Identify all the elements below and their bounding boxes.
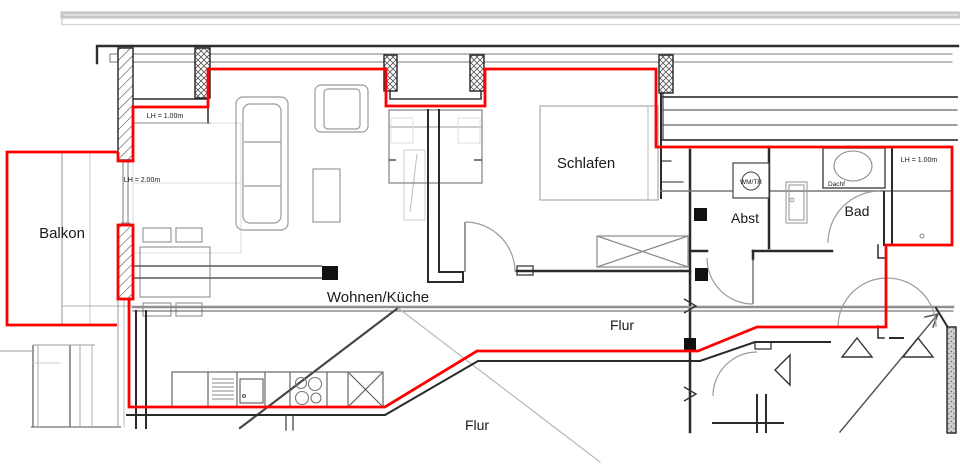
sink [239,378,264,404]
balcony-window [121,161,130,224]
chair [175,227,203,243]
wall-hatch-left-lower [116,223,135,301]
label-lh-200-left: LH = 2.00m [124,177,161,184]
chair [142,227,172,243]
label-flur-bottom: Flur [465,417,489,433]
kitchen-counter [133,265,384,408]
hatched-walls [117,47,674,224]
chair [142,302,172,317]
vent-grille [212,378,234,400]
bed [539,105,659,201]
door-schlafen [464,221,516,273]
labels: Balkon Wohnen/Küche Schlafen Flur Flur A… [39,113,937,433]
post [684,338,696,350]
door-entry [837,277,937,328]
building-shell [60,11,960,141]
slope-triangle-left [774,353,791,387]
mirror-cabinet [403,149,426,221]
cooktop [294,376,323,406]
pale-geometry [0,122,426,428]
radiator [785,181,808,224]
label-lh-100-left: LH = 1.00m [147,113,184,120]
bad-fixtures [732,147,925,239]
wardrobe [596,235,689,268]
roof-lines [662,92,958,141]
door-bad [827,190,881,244]
label-bad: Bad [845,203,870,219]
furniture [139,84,689,317]
wall-hatch-left-upper [117,47,134,161]
washer-dryer-box [732,162,770,199]
drain-symbol [919,233,925,239]
door-flur-lower [712,351,758,397]
stair-wall [946,326,957,434]
post [695,268,708,281]
door-abst [706,257,754,305]
wall-chevron [683,298,698,314]
symbols [683,298,957,434]
label-dachf: Dachf [828,181,845,188]
cabinet-x [348,372,383,407]
roof-window-box [822,147,886,189]
label-lh-100-right: LH = 1.00m [901,157,938,164]
outline-main [116,67,954,409]
post [322,266,338,280]
facade-band-top [60,11,960,19]
outline-balkon [5,150,117,327]
doors [464,190,937,397]
apartment-outline [5,67,954,409]
column [194,47,211,99]
label-schlafen: Schlafen [557,155,615,172]
north-wall [95,44,960,65]
wall-chevron [683,386,698,402]
chair [175,302,203,317]
coffee-table [312,168,341,223]
label-balkon: Balkon [39,225,85,242]
label-flur-right: Flur [610,317,634,333]
slope-triangle [840,336,874,358]
window-niche [388,69,483,184]
armchair [314,84,369,133]
label-wm-tr: WM/TR [740,179,762,186]
wall-posts [322,208,708,350]
column [658,54,674,94]
slope-triangle [901,336,935,358]
column [469,54,485,92]
sofa [235,96,289,231]
label-abst: Abst [731,210,759,226]
post [694,208,707,221]
label-wohnen-kueche: Wohnen/Küche [327,289,429,306]
dining-table [139,246,211,298]
